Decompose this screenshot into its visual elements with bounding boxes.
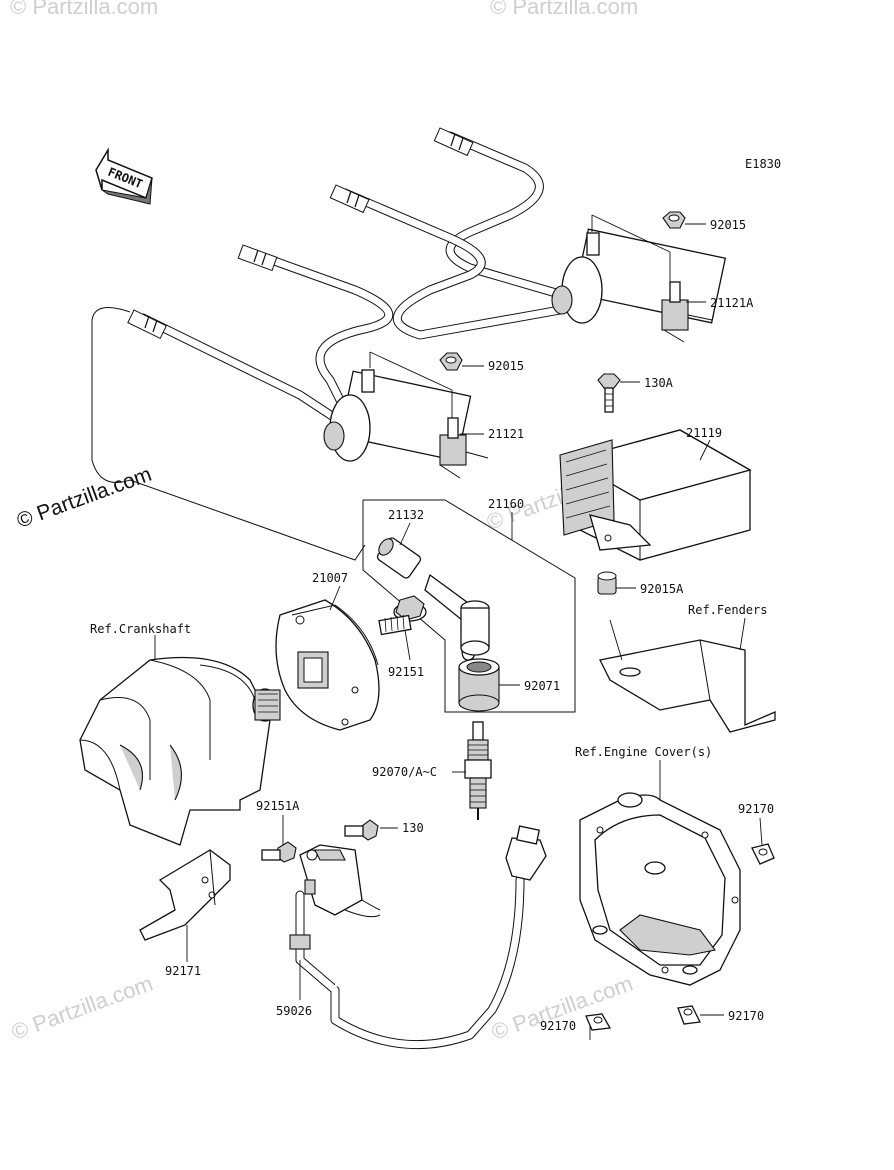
clamp-92170-bottom <box>677 1005 701 1025</box>
bolt-130 <box>344 819 379 841</box>
label-92070: 92070/A~C <box>372 765 437 779</box>
label-92071: 92071 <box>524 679 560 693</box>
plug-cap-21132 <box>376 537 422 579</box>
grommet-92015A <box>597 571 617 595</box>
ht-wire-outline <box>91 307 366 561</box>
spark-plug-wire-harness <box>127 127 585 423</box>
label-ref-engine-cover: Ref.Engine Cover(s) <box>575 745 712 759</box>
pickup-coil-harness <box>289 825 547 1050</box>
label-21121: 21121 <box>488 427 524 441</box>
watermark-faint-5: © Partzilla.com <box>488 971 636 1045</box>
timing-rotor-21007 <box>275 599 380 731</box>
label-59026: 59026 <box>276 1004 312 1018</box>
bolt-92151A <box>261 841 297 863</box>
clamp-92170-right <box>751 843 775 865</box>
coil-21121A-guides <box>591 214 671 282</box>
part-labels: 92015 21121A 92015 130A 21121 21119 2116… <box>90 218 774 1033</box>
label-130: 130 <box>402 821 424 835</box>
bracket-92171 <box>139 849 231 941</box>
label-21007: 21007 <box>312 571 348 585</box>
label-92171: 92171 <box>165 964 201 978</box>
label-130A: 130A <box>644 376 674 390</box>
label-92151A: 92151A <box>256 799 300 813</box>
label-92015A: 92015A <box>640 582 684 596</box>
label-21119: 21119 <box>686 426 722 440</box>
pickup-coil-59026 <box>299 844 381 918</box>
ignition-coil-21121 <box>323 369 489 479</box>
fender-reference-bracket <box>599 617 776 733</box>
crankshaft-reference <box>79 656 281 846</box>
label-92170-right: 92170 <box>738 802 774 816</box>
leader-lines <box>154 223 763 1040</box>
label-21132: 21132 <box>388 508 424 522</box>
nut-92015-top <box>662 211 686 229</box>
nut-92015-mid <box>439 352 463 371</box>
label-92170-bottom: 92170 <box>728 1009 764 1023</box>
plug-cap-kit-21160-box <box>362 499 576 713</box>
bolt-130A <box>597 373 621 413</box>
label-21121A: 21121A <box>710 296 754 310</box>
spark-plug-92070 <box>464 721 492 820</box>
label-92151: 92151 <box>388 665 424 679</box>
label-92170-left: 92170 <box>540 1019 576 1033</box>
watermark-main: © Partzilla.com <box>14 463 155 533</box>
igniter-21119 <box>559 429 752 561</box>
label-ref-fenders: Ref.Fenders <box>688 603 767 617</box>
seal-92071 <box>458 658 500 712</box>
clamp-92170-left <box>585 1013 612 1031</box>
front-arrow-icon: FRONT <box>95 147 153 205</box>
ignition-coil-21121A <box>551 228 727 343</box>
diagram-code: E1830 <box>745 157 781 171</box>
label-21160: 21160 <box>488 497 524 511</box>
watermark-faint-2: © Partzilla.com <box>490 0 638 19</box>
label-92015-mid: 92015 <box>488 359 524 373</box>
coil-21121-guides <box>369 351 453 418</box>
watermark-faint-4: © Partzilla.com <box>8 971 156 1045</box>
label-ref-crankshaft: Ref.Crankshaft <box>90 622 191 636</box>
label-92015-top: 92015 <box>710 218 746 232</box>
bolt-92151 <box>378 595 427 636</box>
plug-cap-boot <box>424 573 490 661</box>
watermark-faint-1: © Partzilla.com <box>10 0 158 19</box>
engine-cover-reference <box>579 792 741 986</box>
